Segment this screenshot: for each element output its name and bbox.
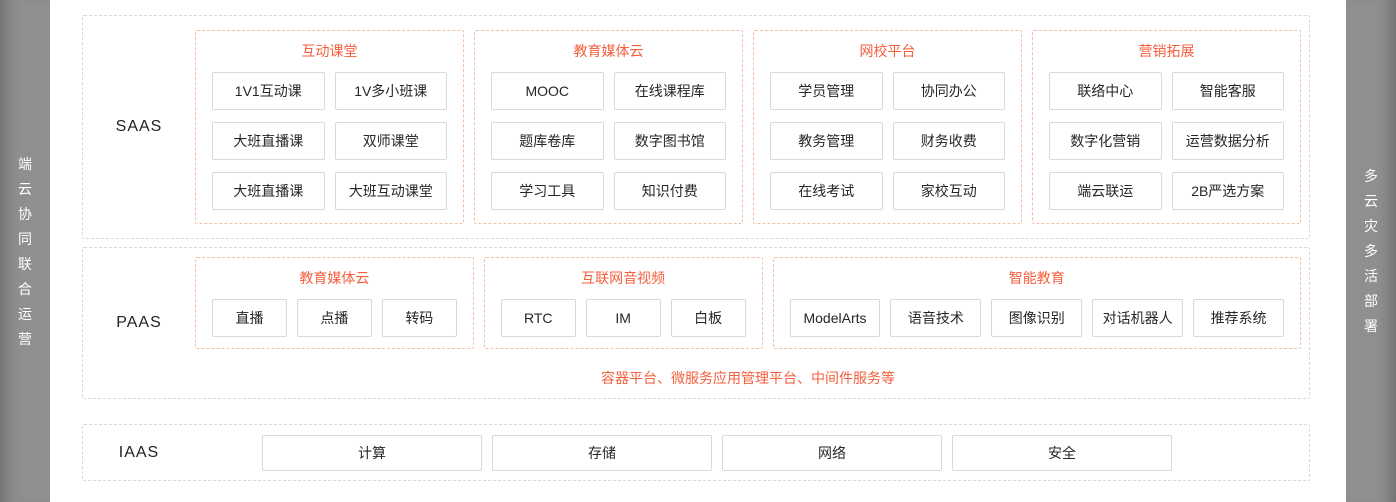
group-title: 互联网音视频 <box>581 270 666 286</box>
service-button: 数字化营销 <box>1049 122 1162 160</box>
service-button: 大班互动课堂 <box>334 172 447 210</box>
group-internet-rtc: 互联网音视频 RTC IM 白板 <box>483 257 763 349</box>
service-grid: RTC IM 白板 <box>500 299 746 337</box>
service-button: 直播 <box>212 299 287 337</box>
service-button: 1V1互动课 <box>212 72 325 110</box>
service-button: 语音技术 <box>890 299 982 337</box>
service-button: 学员管理 <box>770 72 883 110</box>
group-interactive-classroom: 互动课堂 1V1互动课 1V多小班课 大班直播课 双师课堂 大班直播课 大班互动… <box>195 30 464 224</box>
group-title: 智能教育 <box>1008 270 1065 286</box>
service-button: 转码 <box>381 299 457 337</box>
group-title: 网校平台 <box>859 43 916 59</box>
service-button: MOOC <box>491 72 604 110</box>
service-button: 数字图书馆 <box>613 122 726 160</box>
service-button: 大班直播课 <box>212 172 325 210</box>
group-media-cloud-paas: 教育媒体云 直播 点播 转码 <box>195 257 474 349</box>
group-online-school-platform: 网校平台 学员管理 协同办公 教务管理 财务收费 在线考试 家校互动 <box>753 30 1022 224</box>
service-button: 协同办公 <box>892 72 1005 110</box>
service-button: 点播 <box>296 299 372 337</box>
rail-char: 多 <box>1364 243 1378 259</box>
right-rail: 多 云 灾 多 活 部 署 <box>1346 0 1396 502</box>
layer-label-paas: PAAS <box>116 314 162 331</box>
service-button: 安全 <box>952 435 1172 471</box>
service-grid: MOOC 在线课程库 题库卷库 数字图书馆 学习工具 知识付费 <box>491 72 726 210</box>
service-button: 白板 <box>670 299 746 337</box>
service-button: 在线考试 <box>770 172 883 210</box>
group-title: 营销拓展 <box>1138 43 1195 59</box>
service-grid: 1V1互动课 1V多小班课 大班直播课 双师课堂 大班直播课 大班互动课堂 <box>212 72 447 210</box>
service-button: ModelArts <box>789 299 881 337</box>
service-button: 双师课堂 <box>334 122 447 160</box>
rail-char: 署 <box>1364 318 1378 334</box>
saas-groups: 互动课堂 1V1互动课 1V多小班课 大班直播课 双师课堂 大班直播课 大班互动… <box>195 30 1301 224</box>
group-marketing-expansion: 营销拓展 联络中心 智能客服 数字化营销 运营数据分析 端云联运 2B严选方案 <box>1032 30 1301 224</box>
group-education-media-cloud: 教育媒体云 MOOC 在线课程库 题库卷库 数字图书馆 学习工具 知识付费 <box>474 30 743 224</box>
rail-char: 云 <box>18 180 32 197</box>
rail-char: 灾 <box>1364 218 1378 234</box>
service-grid: 联络中心 智能客服 数字化营销 运营数据分析 端云联运 2B严选方案 <box>1049 72 1284 210</box>
service-button: RTC <box>500 299 576 337</box>
rail-char: 联 <box>18 255 32 272</box>
rail-char: 合 <box>18 280 32 297</box>
service-button: 图像识别 <box>991 299 1083 337</box>
rail-char: 营 <box>18 330 32 347</box>
iaas-services: 计算 存储 网络 安全 <box>262 435 1172 471</box>
service-button: 1V多小班课 <box>334 72 447 110</box>
service-button: 知识付费 <box>613 172 726 210</box>
group-title: 互动课堂 <box>301 43 358 59</box>
service-button: 存储 <box>492 435 712 471</box>
service-button: IM <box>585 299 661 337</box>
rail-char: 活 <box>1364 268 1378 284</box>
rail-char: 端 <box>18 155 32 172</box>
service-button: 网络 <box>722 435 942 471</box>
paas-extra-note: 容器平台、微服务应用管理平台、中间件服务等 <box>601 370 895 386</box>
rail-char: 部 <box>1364 293 1378 309</box>
service-button: 在线课程库 <box>613 72 726 110</box>
service-button: 联络中心 <box>1049 72 1162 110</box>
layer-label-saas: SAAS <box>115 118 163 135</box>
left-rail: 端 云 协 同 联 合 运 营 <box>0 0 50 502</box>
service-button: 计算 <box>262 435 482 471</box>
rail-char: 云 <box>1364 193 1378 209</box>
service-button: 智能客服 <box>1171 72 1284 110</box>
service-grid: 学员管理 协同办公 教务管理 财务收费 在线考试 家校互动 <box>770 72 1005 210</box>
rail-char: 运 <box>18 305 32 322</box>
service-button: 端云联运 <box>1049 172 1162 210</box>
service-button: 学习工具 <box>491 172 604 210</box>
service-grid: 直播 点播 转码 <box>212 299 457 337</box>
group-title: 教育媒体云 <box>299 270 370 286</box>
service-button: 教务管理 <box>770 122 883 160</box>
rail-char: 协 <box>18 205 32 222</box>
service-button: 运营数据分析 <box>1171 122 1284 160</box>
service-grid: ModelArts 语音技术 图像识别 对话机器人 推荐系统 <box>789 299 1285 337</box>
service-button: 对话机器人 <box>1092 299 1184 337</box>
diagram-canvas: SAAS 互动课堂 1V1互动课 1V多小班课 大班直播课 双师课堂 大班直播课… <box>50 0 1346 502</box>
layer-iaas: IAAS 计算 存储 网络 安全 <box>82 424 1310 481</box>
service-button: 家校互动 <box>892 172 1005 210</box>
group-intelligent-education: 智能教育 ModelArts 语音技术 图像识别 对话机器人 推荐系统 <box>772 257 1302 349</box>
service-button: 题库卷库 <box>491 122 604 160</box>
service-button: 2B严选方案 <box>1171 172 1284 210</box>
paas-groups: 教育媒体云 直播 点播 转码 互联网音视频 RTC IM 白板 <box>195 257 1302 349</box>
group-title: 教育媒体云 <box>573 43 644 59</box>
service-button: 推荐系统 <box>1193 299 1285 337</box>
layer-saas: SAAS 互动课堂 1V1互动课 1V多小班课 大班直播课 双师课堂 大班直播课… <box>82 15 1310 239</box>
rail-char: 多 <box>1364 168 1378 184</box>
layer-paas: PAAS 教育媒体云 直播 点播 转码 互联网音视频 RTC IM 白板 <box>82 247 1310 399</box>
service-button: 大班直播课 <box>212 122 325 160</box>
service-button: 财务收费 <box>892 122 1005 160</box>
rail-char: 同 <box>18 230 32 247</box>
layer-label-iaas: IAAS <box>118 443 160 461</box>
